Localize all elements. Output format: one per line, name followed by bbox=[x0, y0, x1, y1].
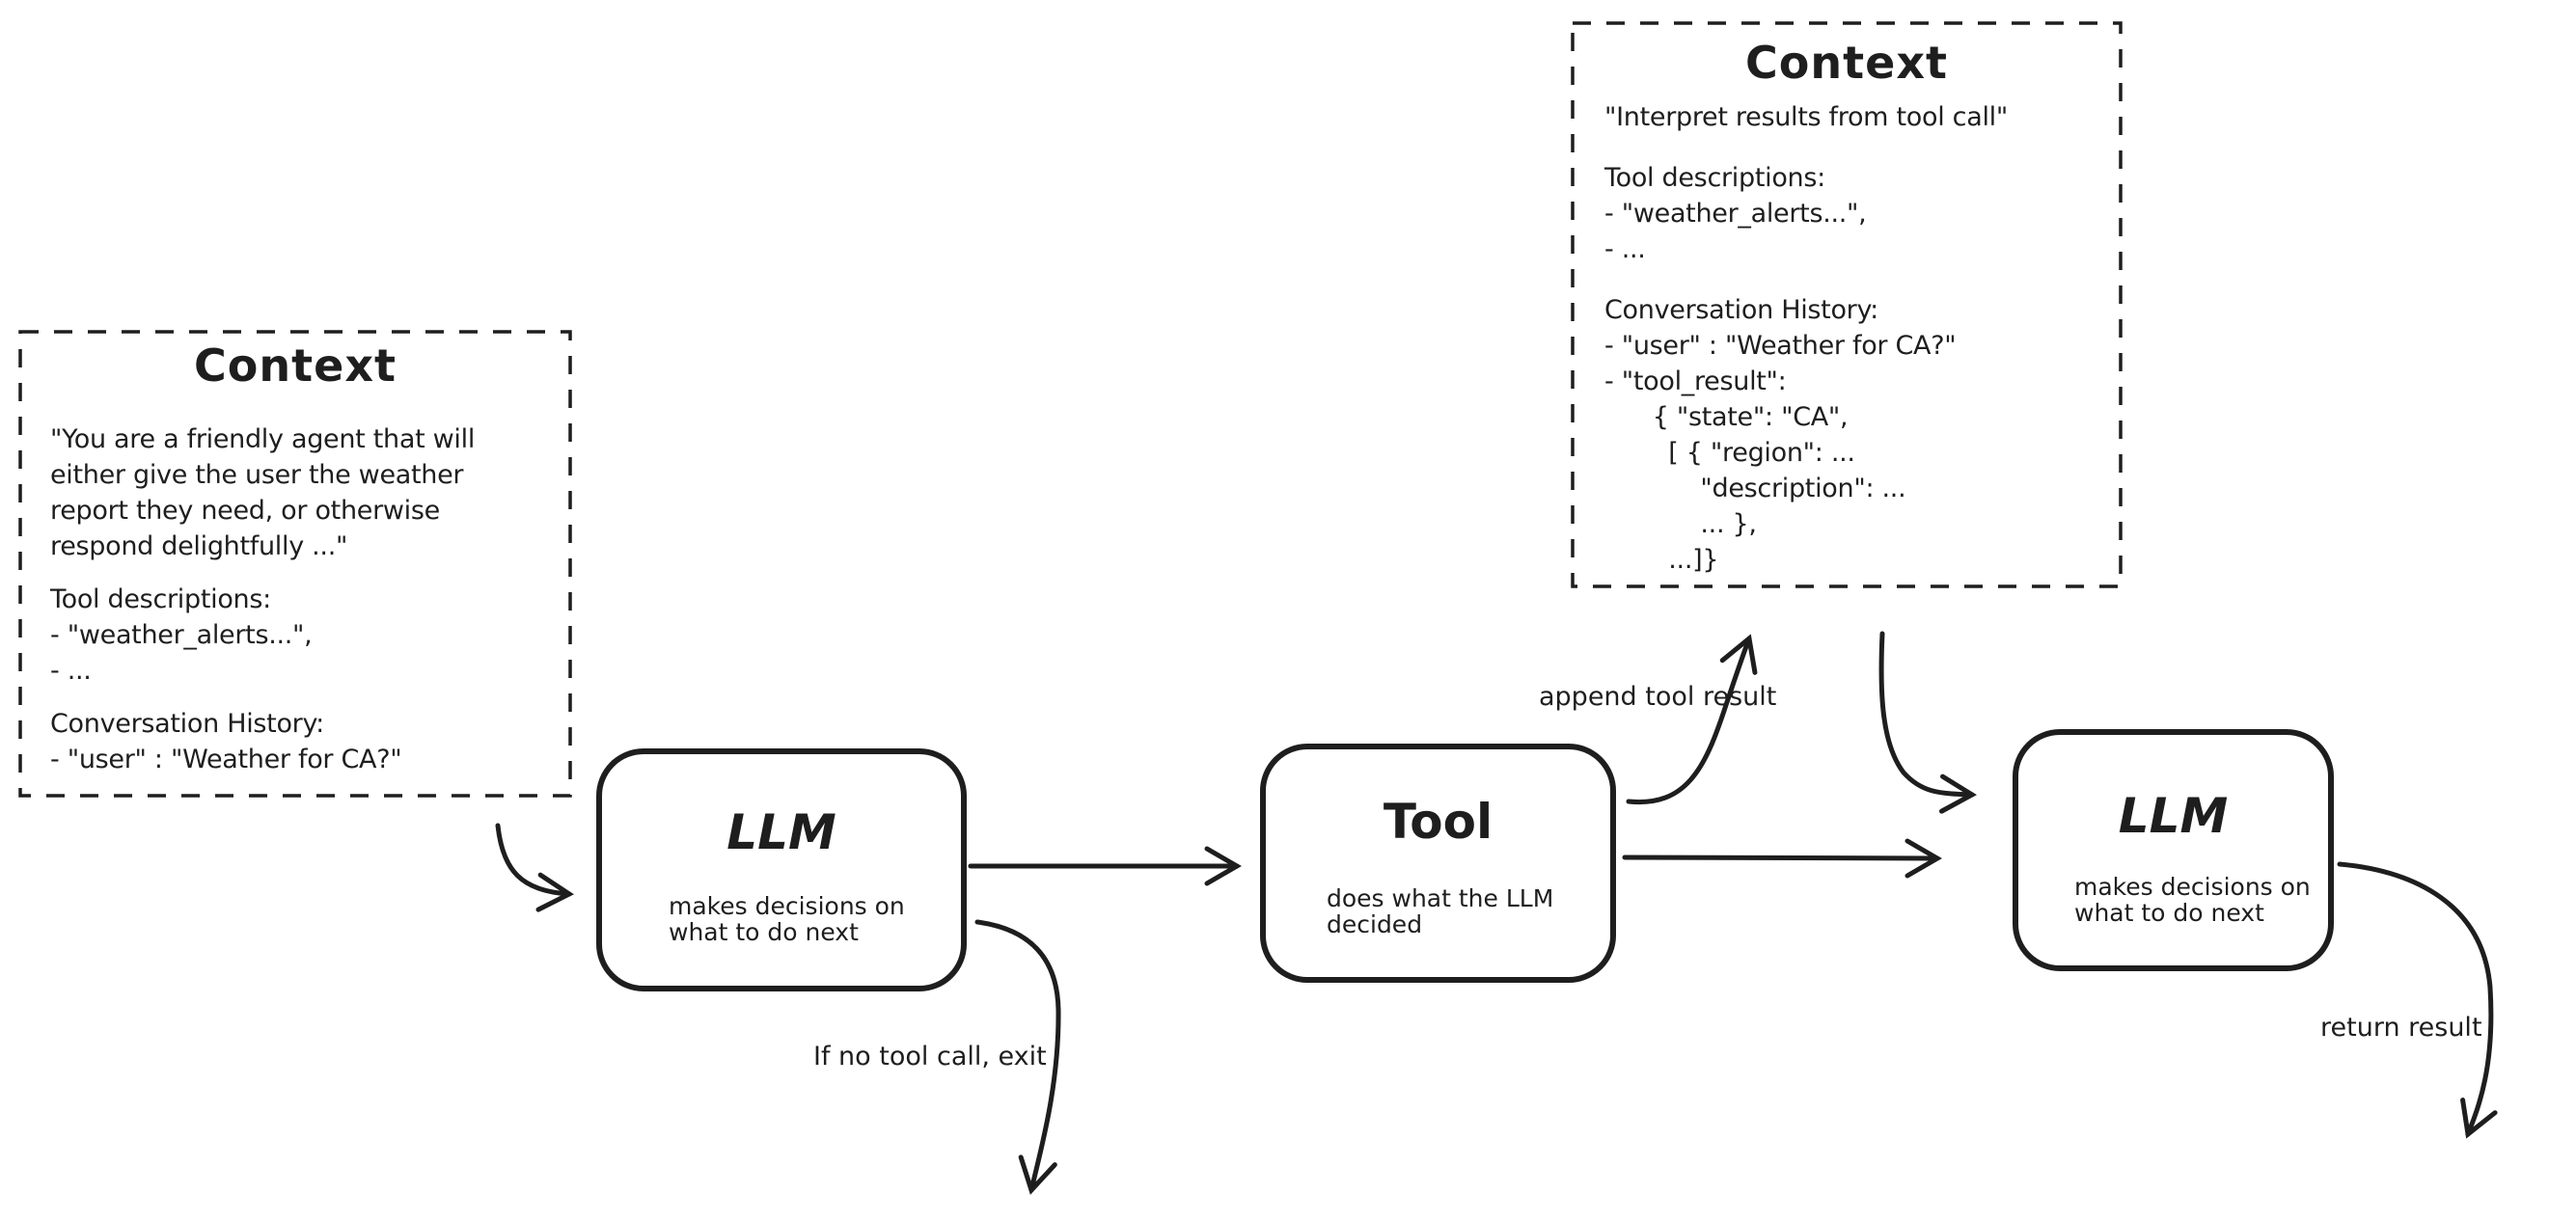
text-line: Conversation History: bbox=[50, 709, 324, 739]
return-result-label: return result bbox=[2320, 1013, 2482, 1043]
text-line: Conversation History: bbox=[1604, 295, 1878, 325]
text-line: "You are a friendly agent that will bbox=[50, 424, 476, 454]
edge-llm-second-return bbox=[2337, 861, 2498, 1139]
text-line: makes decisions on bbox=[669, 892, 905, 920]
line-spacer bbox=[50, 564, 475, 582]
line-spacer bbox=[1604, 135, 2008, 160]
text-line: ...]} bbox=[1604, 545, 1719, 575]
text-line: either give the user the weather bbox=[50, 460, 464, 490]
edge-context-to-llm-first bbox=[495, 823, 574, 912]
tool-node-box bbox=[1260, 744, 1616, 983]
edge-context-right-to-llm-second bbox=[1878, 631, 1977, 814]
context-right-title: Context bbox=[1745, 37, 1948, 89]
text-line: decided bbox=[1327, 910, 1423, 938]
context-left-content: "You are a friendly agent that will eithe… bbox=[50, 421, 475, 777]
context-right-content: "Interpret results from tool call" Tool d… bbox=[1604, 99, 2008, 578]
text-line: Tool descriptions: bbox=[50, 584, 271, 614]
text-line: [ { "region": ... bbox=[1604, 438, 1855, 468]
edge-llm-first-exit bbox=[974, 919, 1061, 1195]
text-line: - "user" : "Weather for CA?" bbox=[1604, 331, 1957, 361]
text-line: what to do next bbox=[2074, 899, 2264, 927]
text-line: - "tool_result": bbox=[1604, 366, 1787, 396]
append-tool-result-label: append tool result bbox=[1539, 682, 1777, 712]
text-line: { "state": "CA", bbox=[1604, 402, 1849, 432]
text-line: "description": ... bbox=[1604, 474, 1906, 503]
text-line: - "weather_alerts...", bbox=[50, 620, 313, 650]
context-left-box bbox=[18, 330, 572, 798]
text-line: - ... bbox=[50, 656, 92, 686]
edge-tool-to-llm-second bbox=[1622, 838, 1942, 879]
context-right-box bbox=[1571, 21, 2123, 588]
llm-first-title: LLM bbox=[726, 804, 836, 860]
tool-title: Tool bbox=[1383, 794, 1494, 850]
text-line: makes decisions on bbox=[2074, 873, 2311, 901]
llm-second-node-box bbox=[2013, 729, 2334, 971]
text-line: does what the LLM bbox=[1327, 884, 1554, 912]
text-line: - "user" : "Weather for CA?" bbox=[50, 745, 402, 774]
text-line: respond delightfully ..." bbox=[50, 531, 348, 561]
text-line: Tool descriptions: bbox=[1604, 163, 1825, 193]
text-line: ... }, bbox=[1604, 509, 1757, 539]
text-line: "Interpret results from tool call" bbox=[1604, 102, 2008, 132]
text-line: - ... bbox=[1604, 234, 1646, 264]
llm-first-node-box bbox=[596, 748, 967, 991]
edge-tool-to-context-right bbox=[1626, 634, 1758, 805]
text-line: what to do next bbox=[669, 918, 859, 946]
no-tool-call-exit-label: If no tool call, exit bbox=[813, 1042, 1047, 1072]
llm-second-title: LLM bbox=[2118, 788, 2229, 844]
text-line: - "weather_alerts...", bbox=[1604, 199, 1867, 229]
context-left-title: Context bbox=[194, 339, 397, 392]
text-line: report they need, or otherwise bbox=[50, 496, 440, 526]
line-spacer bbox=[50, 689, 475, 706]
line-spacer bbox=[1604, 267, 2008, 292]
